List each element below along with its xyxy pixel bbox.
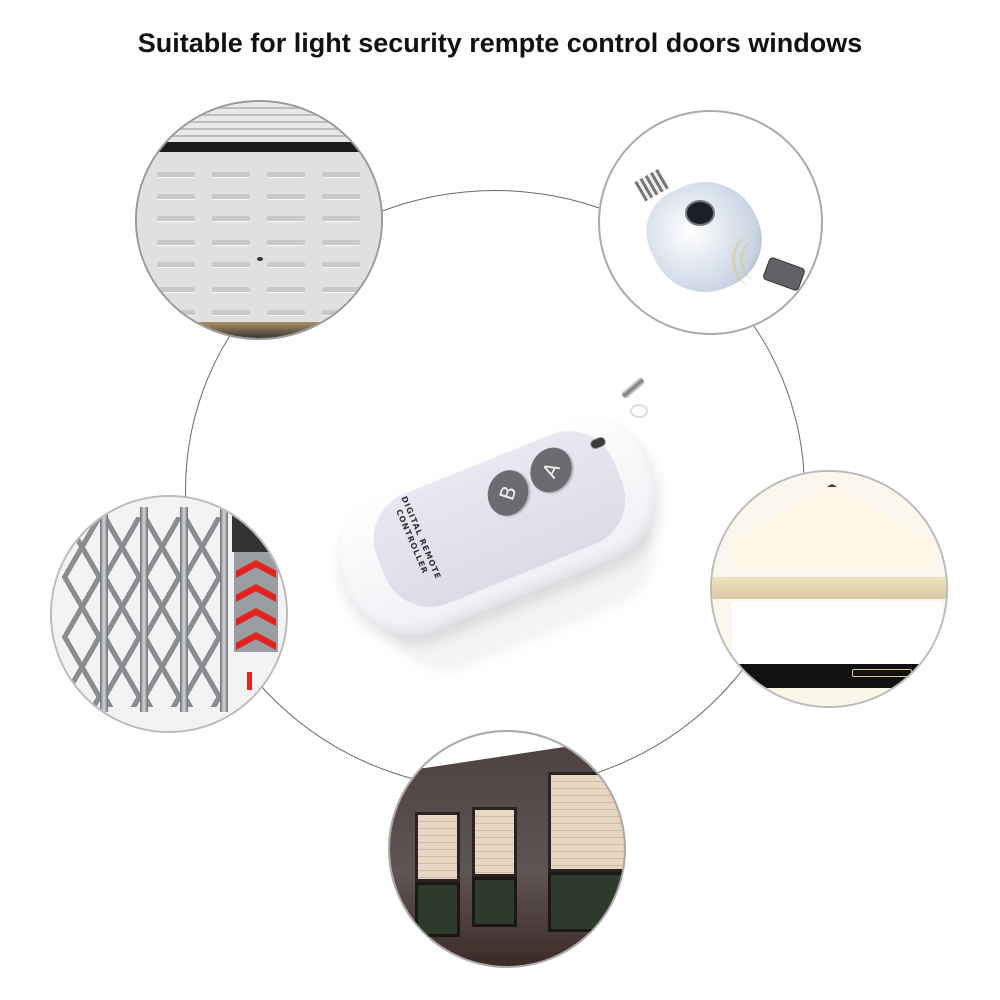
house-floor	[712, 688, 946, 706]
chevron-up-icon	[236, 584, 276, 602]
gate-lattice	[182, 517, 222, 707]
window	[548, 872, 624, 932]
garage-door-frame	[137, 142, 381, 152]
roller-shutter-image	[388, 730, 626, 968]
mini-remote-icon	[762, 256, 806, 292]
roller-shutter	[548, 772, 624, 872]
gate-post	[140, 507, 148, 712]
window	[472, 877, 517, 927]
gate-control-box	[232, 507, 286, 552]
garage-door-image	[135, 100, 383, 340]
garage-door-bottom	[137, 322, 381, 338]
gate-post	[180, 507, 188, 712]
remote-controller: A B DIGITAL REMOTE CONTROLLER	[315, 370, 690, 689]
light-bulb-image	[598, 110, 823, 335]
roller-shutter	[415, 812, 460, 882]
gate-lattice	[62, 517, 102, 707]
chevron-up-icon	[236, 608, 276, 626]
gate-warning-sign	[234, 552, 278, 652]
house-door-handle	[852, 669, 912, 677]
roller-shutter	[472, 807, 517, 877]
signal-wave-icon	[732, 234, 775, 286]
house-garage-door	[732, 602, 942, 664]
chevron-up-icon	[236, 560, 276, 578]
page-title: Suitable for light security rempte contr…	[137, 28, 863, 58]
gate-post	[220, 507, 228, 712]
garage-door-header	[137, 102, 381, 142]
house-garage-image	[710, 470, 948, 708]
gate-lattice	[102, 517, 142, 707]
retractable-gate-image	[50, 495, 288, 733]
garage-door-panel	[137, 152, 381, 322]
antenna-tip	[630, 404, 648, 418]
window	[415, 882, 460, 937]
gate-marker	[247, 672, 252, 690]
chevron-up-icon	[236, 632, 276, 650]
gate-lattice	[142, 517, 182, 707]
antenna-icon	[620, 376, 646, 400]
gate-post	[100, 507, 108, 712]
bulb-sensor	[685, 200, 715, 226]
house-beam	[712, 577, 946, 599]
